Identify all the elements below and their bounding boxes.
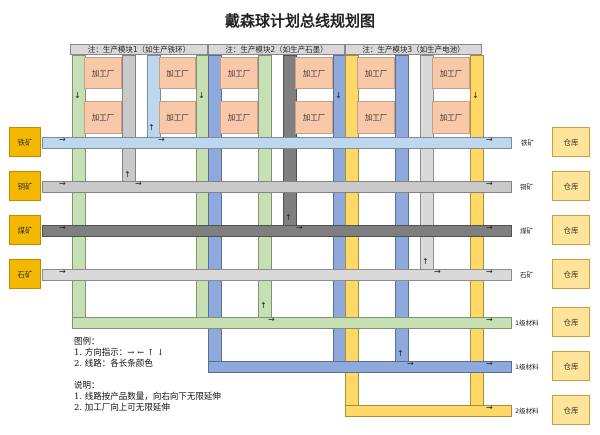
up-arrow-icon: ↑ xyxy=(148,123,155,132)
bus-band xyxy=(42,225,512,237)
up-arrow-icon: ↑ xyxy=(397,349,404,358)
notes-heading: 说明： xyxy=(74,381,100,391)
right-arrow-icon: → xyxy=(486,359,493,368)
notes: 说明： 1. 线路按产品数量，向右向下无限延伸 2. 加工厂向上可无限延伸 xyxy=(74,381,221,414)
bus-label: 铁矿 xyxy=(521,139,534,147)
right-arrow-icon: → xyxy=(486,223,493,232)
factory-box: 加工厂 xyxy=(357,57,395,89)
right-arrow-icon: → xyxy=(486,315,493,324)
factory-box: 加工厂 xyxy=(357,101,395,134)
warehouse-box: 仓库 xyxy=(552,171,590,201)
bus-label: 石矿 xyxy=(520,271,533,279)
right-arrow-icon: → xyxy=(59,135,66,144)
right-arrow-icon: → xyxy=(434,267,441,276)
right-arrow-icon: → xyxy=(407,359,414,368)
factory-box: 加工厂 xyxy=(159,57,196,89)
legend-item-lines: 2. 线路：各长条颜色 xyxy=(74,359,153,369)
source-box: 铁矿 xyxy=(9,127,41,157)
source-box: 铜矿 xyxy=(9,171,41,201)
factory-box: 加工厂 xyxy=(84,101,122,134)
down-arrow-icon: ↓ xyxy=(472,91,479,100)
factory-box: 加工厂 xyxy=(159,101,196,134)
legend-item-direction: 1. 方向指示：→ ← ↑ ↓ xyxy=(74,348,164,358)
right-arrow-icon: → xyxy=(268,315,275,324)
warehouse-box: 仓库 xyxy=(552,307,590,337)
right-arrow-icon: → xyxy=(486,179,493,188)
bus-band xyxy=(72,317,512,329)
factory-box: 加工厂 xyxy=(295,57,333,89)
up-arrow-icon: ↑ xyxy=(124,170,131,179)
bus-label: 煤矿 xyxy=(520,227,533,235)
note-item-bus-extension: 1. 线路按产品数量，向右向下无限延伸 xyxy=(74,392,221,402)
bus-band xyxy=(42,181,512,193)
bus-label: 铜矿 xyxy=(520,183,533,191)
right-arrow-icon: → xyxy=(59,179,66,188)
down-arrow-icon: ↓ xyxy=(74,91,81,100)
bus-band xyxy=(345,405,512,417)
bus-label: 2级材料 xyxy=(515,407,539,415)
page-title: 戴森球计划总线规划图 xyxy=(224,12,375,30)
factory-box: 加工厂 xyxy=(432,101,470,134)
bus-label: 1级材料 xyxy=(515,363,539,371)
copper-feed-line xyxy=(122,55,136,187)
source-box: 煤矿 xyxy=(9,215,41,245)
down-arrow-icon: ↓ xyxy=(198,91,205,100)
right-arrow-icon: → xyxy=(59,267,66,276)
up-arrow-icon: ↑ xyxy=(422,257,429,266)
warehouse-box: 仓库 xyxy=(552,215,590,245)
bus-band xyxy=(42,137,512,149)
bus-band xyxy=(42,269,512,281)
right-arrow-icon: → xyxy=(135,179,142,188)
factory-box: 加工厂 xyxy=(220,57,258,89)
bus-label: 1级材料 xyxy=(515,319,539,327)
warehouse-box: 仓库 xyxy=(552,351,590,381)
up-arrow-icon: ↑ xyxy=(285,213,292,222)
note-item-factory-extension: 2. 加工厂向上可无限延伸 xyxy=(74,403,170,413)
warehouse-box: 仓库 xyxy=(552,259,590,289)
down-arrow-icon: ↓ xyxy=(335,91,342,100)
factory-box: 加工厂 xyxy=(432,57,470,89)
up-arrow-icon: ↑ xyxy=(260,301,267,310)
legend: 图例： 1. 方向指示：→ ← ↑ ↓ 2. 线路：各长条颜色 xyxy=(74,337,164,370)
right-arrow-icon: → xyxy=(296,223,303,232)
module-header: 注：生产模块3（如生产电池） xyxy=(345,44,482,55)
right-arrow-icon: → xyxy=(59,223,66,232)
right-arrow-icon: → xyxy=(486,267,493,276)
warehouse-box: 仓库 xyxy=(552,127,590,157)
factory-box: 加工厂 xyxy=(220,101,258,134)
module-header: 注：生产模块1（如生产铁环） xyxy=(70,44,208,55)
right-arrow-icon: → xyxy=(158,135,165,144)
legend-heading: 图例： xyxy=(74,337,100,347)
factory-box: 加工厂 xyxy=(295,101,333,134)
module-header: 注：生产模块2（如生产石墨） xyxy=(208,44,345,55)
factory-box: 加工厂 xyxy=(84,57,122,89)
source-box: 石矿 xyxy=(9,259,41,289)
bus-band xyxy=(208,361,512,373)
right-arrow-icon: → xyxy=(486,403,493,412)
warehouse-box: 仓库 xyxy=(552,395,590,425)
right-arrow-icon: → xyxy=(486,135,493,144)
